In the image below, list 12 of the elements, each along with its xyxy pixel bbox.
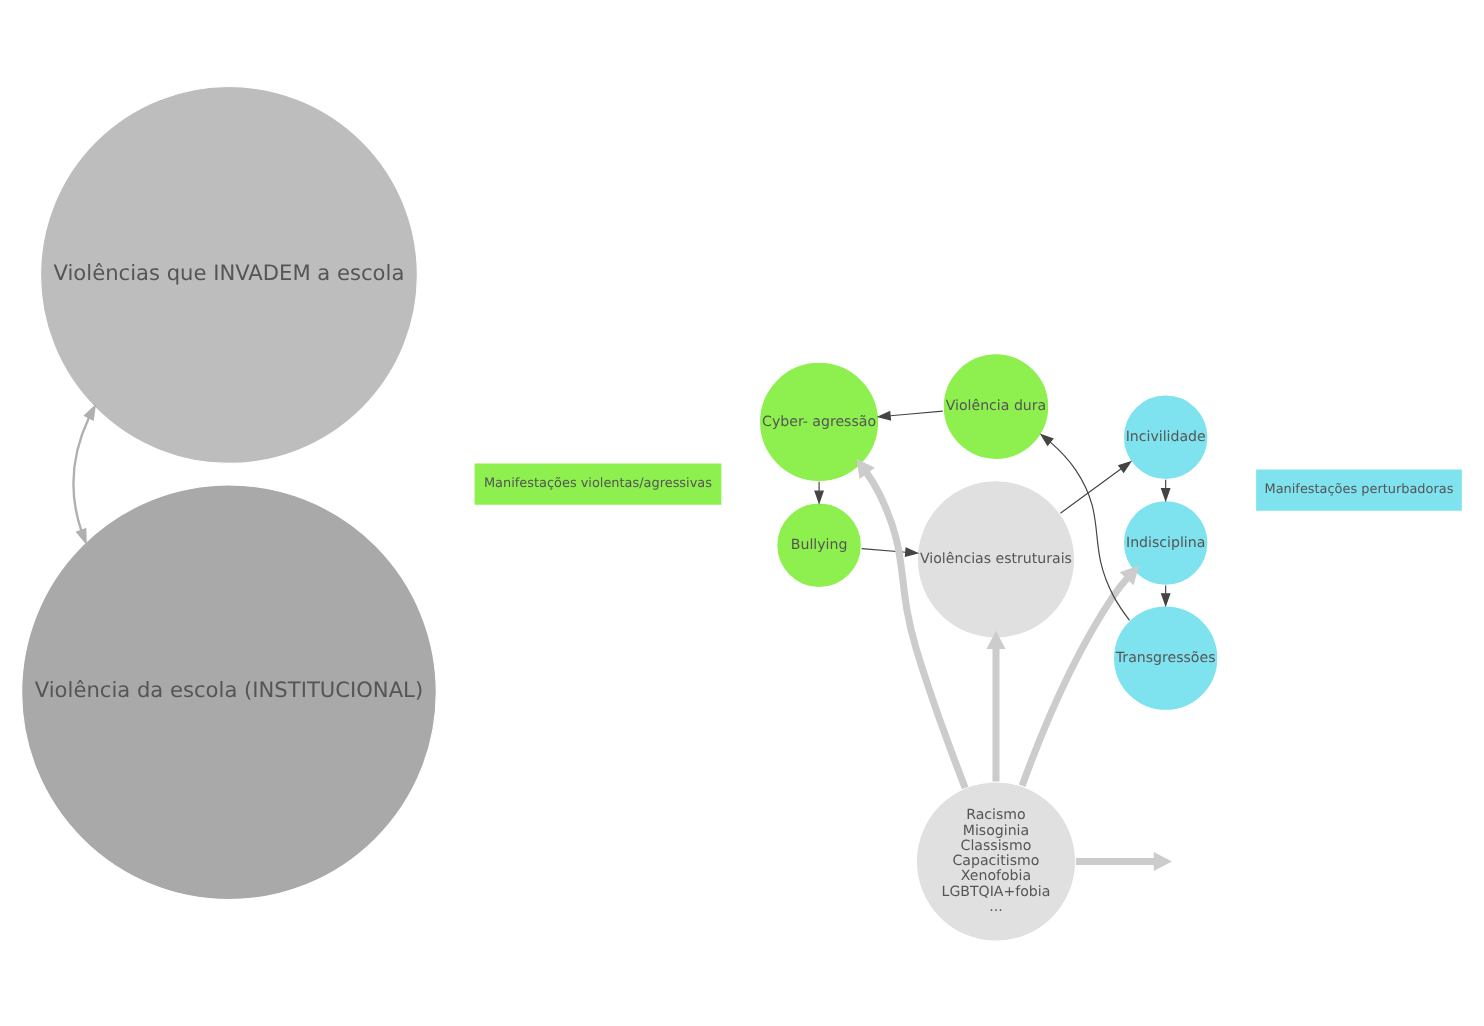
arrow	[72, 402, 97, 545]
node-circle: Violências que INVADEM a escola	[39, 84, 418, 463]
arrow	[1039, 432, 1131, 620]
arrow	[1018, 564, 1139, 786]
arrow	[856, 457, 969, 789]
node-circle: Violência da escola (INSTITUCIONAL)	[21, 483, 437, 900]
arrow	[861, 546, 920, 557]
arrow	[1075, 851, 1172, 871]
arrow	[986, 629, 1006, 781]
arrow	[876, 409, 944, 420]
arrow	[814, 480, 825, 504]
arrow	[1059, 459, 1133, 513]
